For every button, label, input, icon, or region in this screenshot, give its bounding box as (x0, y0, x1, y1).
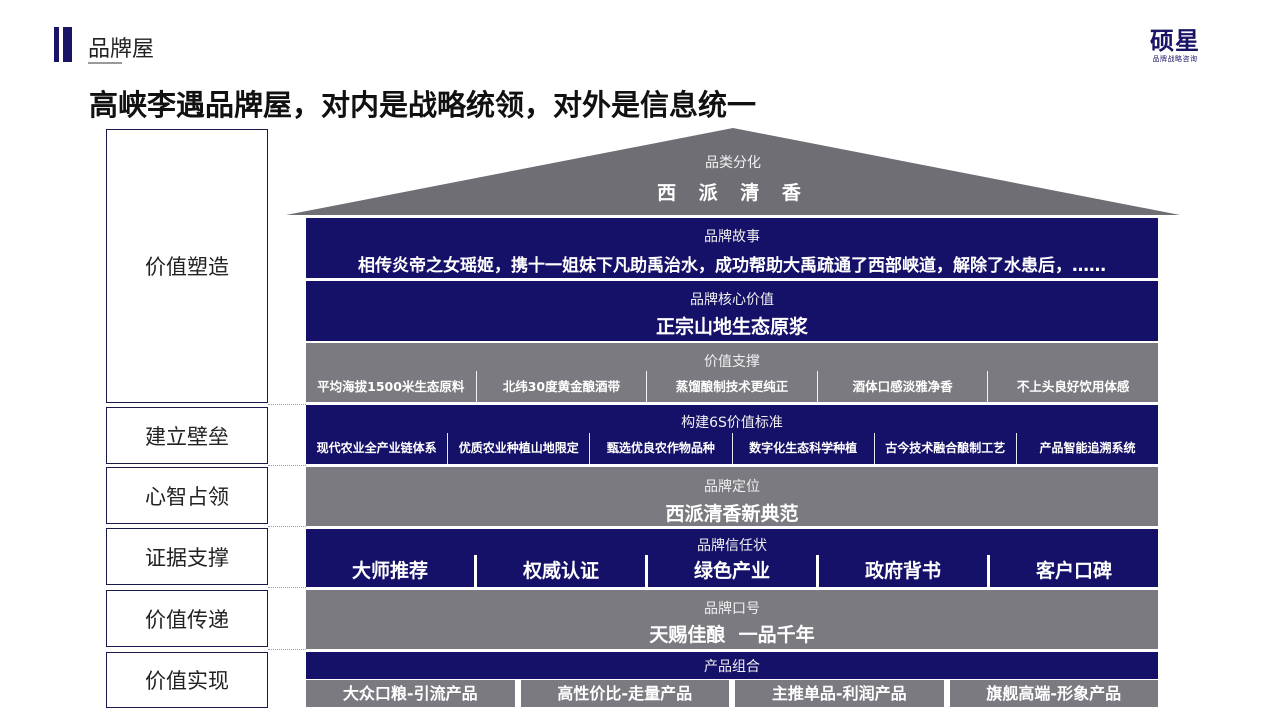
roof-caption: 品类分化 (705, 155, 761, 171)
portfolio-item: 大众口粮-引流产品 (342, 684, 478, 703)
support-item: 平均海拔1500米生态原料 (317, 379, 465, 394)
band-caption: 品牌故事 (704, 229, 760, 245)
side-label-value-delivery: 价值传递 (106, 590, 268, 647)
house-roof (286, 128, 1180, 215)
band-caption: 品牌核心价值 (690, 292, 774, 308)
core-value-band: 品牌核心价值 正宗山地生态原浆 (306, 281, 1158, 341)
trust-items: 大师推荐 权威认证 绿色产业 政府背书 客户口碑 (306, 555, 1158, 587)
section-title: 品牌屋 (88, 37, 155, 62)
connector-line (268, 404, 306, 405)
portfolio-items: 大众口粮-引流产品 高性价比-走量产品 主推单品-利润产品 旗舰高端-形象产品 (306, 680, 1158, 707)
brand-story-band: 品牌故事 相传炎帝之女瑶姬，携十一姐妹下凡助禹治水，成功帮助大禹疏通了西部峡道，… (306, 218, 1158, 278)
portfolio-items-band: 大众口粮-引流产品 高性价比-走量产品 主推单品-利润产品 旗舰高端-形象产品 (306, 680, 1158, 707)
trust-item: 权威认证 (474, 555, 645, 587)
band-caption: 品牌信任状 (697, 538, 767, 554)
portfolio-caption-band: 产品组合 (306, 652, 1158, 679)
standard-item: 产品智能追溯系统 (1015, 433, 1158, 464)
band-caption: 构建6S价值标准 (681, 415, 783, 431)
connector-line (268, 649, 306, 650)
side-label-value-realization: 价值实现 (106, 652, 268, 708)
trust-item: 客户口碑 (987, 555, 1158, 587)
side-label-barrier: 建立壁垒 (106, 407, 268, 464)
header-accent-bar-thick (63, 27, 72, 62)
side-label-value-shaping: 价值塑造 (106, 129, 268, 403)
support-item: 酒体口感淡雅净香 (816, 371, 988, 402)
portfolio-item: 高性价比-走量产品 (514, 680, 730, 707)
support-item: 北纬30度黄金酿酒带 (475, 371, 647, 402)
company-logo: 硕星 品牌战略咨询 (1140, 28, 1210, 68)
title-underline (88, 62, 122, 64)
value-support-band: 价值支撑 平均海拔1500米生态原料 北纬30度黄金酿酒带 蒸馏酿制技术更纯正 … (306, 343, 1158, 402)
band-value: 天赐佳酿 一品千年 (649, 624, 815, 646)
portfolio-item: 主推单品-利润产品 (729, 680, 944, 707)
portfolio-item: 旗舰高端-形象产品 (943, 680, 1159, 707)
side-label-mind-share: 心智占领 (106, 467, 268, 524)
trust-band: 品牌信任状 大师推荐 权威认证 绿色产业 政府背书 客户口碑 (306, 529, 1158, 587)
side-label-evidence: 证据支撑 (106, 528, 268, 585)
page-headline: 高峡李遇品牌屋，对内是战略统领，对外是信息统一 (89, 88, 757, 122)
roof-triangle (286, 128, 1180, 215)
positioning-band: 品牌定位 西派清香新典范 (306, 467, 1158, 526)
standard-items: 现代农业全产业链体系 优质农业种植山地限定 甄选优良农作物品种 数字化生态科学种… (306, 433, 1158, 464)
slogan-band: 品牌口号 天赐佳酿 一品千年 (306, 590, 1158, 649)
value-standard-band: 构建6S价值标准 现代农业全产业链体系 优质农业种植山地限定 甄选优良农作物品种… (306, 405, 1158, 464)
trust-item: 政府背书 (816, 555, 987, 587)
band-caption: 产品组合 (704, 659, 760, 675)
trust-item: 大师推荐 (351, 560, 428, 582)
roof-value: 西 派 清 香 (657, 182, 809, 204)
logo-subtext: 品牌战略咨询 (1152, 55, 1198, 63)
standard-item: 甄选优良农作物品种 (589, 433, 731, 464)
header-accent-bar (54, 27, 59, 62)
logo-text: 硕星 (1150, 27, 1200, 55)
connector-line (268, 587, 306, 588)
connector-line (268, 465, 306, 466)
connector-line (268, 526, 306, 527)
band-caption: 品牌口号 (704, 601, 760, 617)
trust-item: 绿色产业 (645, 555, 816, 587)
support-items: 平均海拔1500米生态原料 北纬30度黄金酿酒带 蒸馏酿制技术更纯正 酒体口感淡… (306, 371, 1158, 402)
band-value: 相传炎帝之女瑶姬，携十一姐妹下凡助禹治水，成功帮助大禹疏通了西部峡道，解除了水患… (358, 256, 1106, 276)
standard-item: 古今技术融合酿制工艺 (873, 433, 1016, 464)
band-value: 正宗山地生态原浆 (655, 316, 808, 338)
band-value: 西派清香新典范 (665, 503, 799, 525)
standard-item: 数字化生态科学种植 (731, 433, 874, 464)
support-item: 蒸馏酿制技术更纯正 (646, 371, 817, 402)
band-caption: 品牌定位 (704, 479, 760, 495)
standard-item: 优质农业种植山地限定 (447, 433, 589, 464)
support-item: 不上头良好饮用体感 (987, 371, 1158, 402)
standard-item: 现代农业全产业链体系 (316, 441, 437, 455)
band-caption: 价值支撑 (704, 354, 760, 370)
